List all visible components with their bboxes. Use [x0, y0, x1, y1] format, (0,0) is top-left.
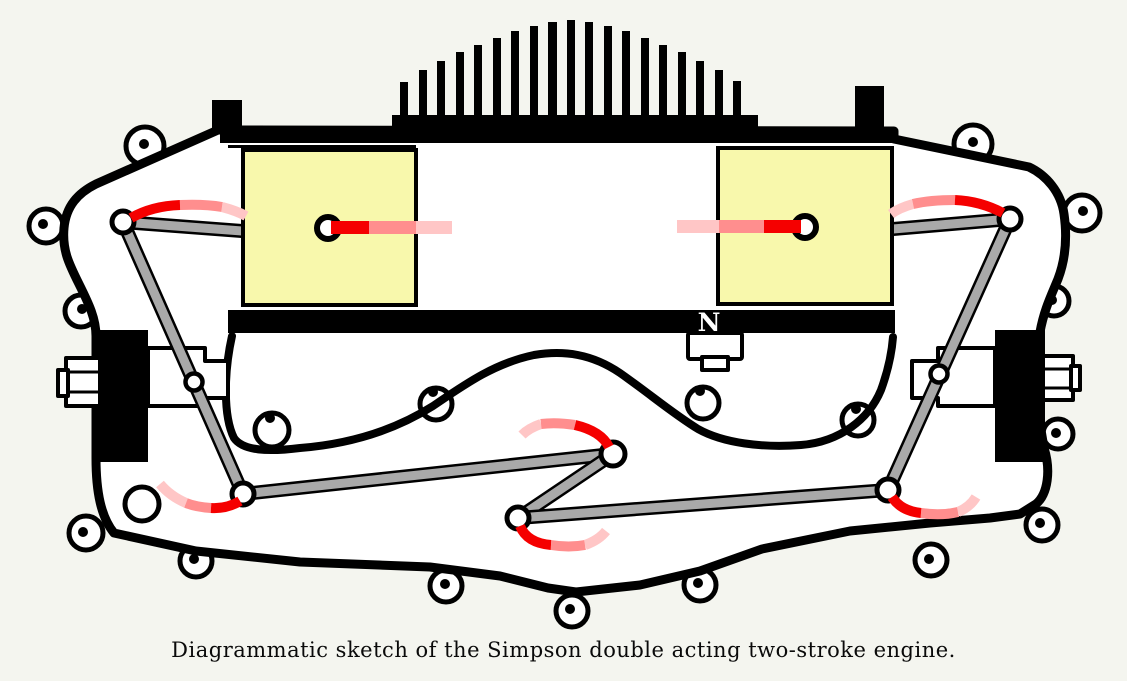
bolt-lug	[912, 541, 950, 579]
fin	[696, 61, 704, 128]
arc-pale	[955, 494, 981, 517]
crankcase-marking: N	[698, 308, 721, 337]
lug-dot	[851, 404, 861, 414]
cooling-fins	[392, 20, 758, 143]
link-rod-upper-left	[116, 215, 249, 238]
lug-dot	[428, 387, 438, 397]
fin	[474, 45, 482, 128]
fin	[715, 70, 723, 128]
bolt-lug	[26, 206, 66, 246]
fin	[567, 20, 575, 128]
bolt-lug	[1023, 506, 1061, 544]
left-crank-bar	[331, 221, 452, 234]
arc-pale	[156, 480, 189, 508]
casing-inner-edge-line	[228, 145, 416, 148]
fin	[419, 70, 427, 128]
bolt-end-cap	[1069, 364, 1082, 392]
arc-mid	[179, 199, 223, 212]
link-rod-lower-left	[236, 447, 620, 501]
left-shaft-bolt	[64, 356, 104, 408]
bolt-lug	[66, 513, 106, 553]
fin	[400, 82, 408, 128]
top-bar-right-boss	[855, 86, 884, 130]
fin	[585, 22, 593, 128]
arc-mid	[540, 418, 576, 430]
link-rod-lower-right	[511, 483, 895, 525]
right-bearing-block	[995, 330, 1045, 462]
bolt-lug	[1061, 192, 1103, 234]
motion-arc-upper-left	[128, 199, 249, 223]
motion-arc-lower-right	[887, 494, 981, 520]
arc-solid	[954, 195, 1006, 218]
arc-solid	[210, 496, 243, 514]
casing-hole	[122, 484, 162, 524]
fin	[622, 31, 630, 128]
fin	[678, 52, 686, 128]
fin	[530, 26, 538, 128]
left-bearing-block	[98, 330, 148, 462]
arc-mid	[184, 498, 212, 513]
lug-dot	[695, 386, 705, 396]
link-rod-right-rocker	[881, 212, 1017, 497]
arc-mid	[550, 540, 586, 552]
fin	[733, 81, 741, 128]
fin	[511, 31, 519, 128]
arc-mid	[920, 507, 960, 520]
crankcase-top-bar	[228, 310, 895, 333]
crank-motion-trails	[128, 195, 1006, 552]
fin	[548, 22, 557, 128]
valve-boss-step	[700, 355, 730, 372]
arc-solid	[887, 494, 922, 518]
crank-segment-solid	[331, 221, 369, 234]
arc-pale	[518, 419, 543, 439]
bolt-lug	[553, 592, 591, 630]
pivot-left-shaft	[183, 371, 205, 393]
fin	[456, 52, 464, 128]
fin	[641, 38, 649, 128]
link-rod-center	[511, 447, 620, 525]
right-shaft-bolt	[1041, 354, 1075, 402]
crank-segment-mid	[369, 221, 416, 234]
link-rod-left-rocker	[116, 215, 250, 501]
bolt-end-cap	[56, 368, 70, 398]
arc-solid	[573, 420, 614, 450]
bolt-lugs-outer	[26, 122, 1103, 630]
bolt-lug	[427, 567, 465, 605]
arc-solid	[515, 523, 552, 550]
pivot-center-lower	[504, 504, 532, 532]
crankcase: N	[122, 308, 897, 524]
pivot-right-shaft	[928, 363, 950, 385]
fin	[437, 61, 445, 128]
arc-pale	[220, 202, 249, 221]
fin	[604, 26, 612, 128]
link-rod-upper-right	[886, 212, 1017, 236]
fin	[493, 38, 501, 128]
right-crank-bar	[677, 220, 801, 233]
fin	[659, 45, 667, 128]
pivot-upper-right	[996, 205, 1024, 233]
arc-solid	[128, 200, 181, 223]
crank-segment-pale	[416, 221, 452, 234]
motion-arc-center-upper	[518, 418, 614, 450]
motion-arc-center-lower	[515, 523, 610, 552]
motion-arc-upper-right	[888, 195, 1006, 219]
motion-arc-lower-left	[156, 480, 243, 514]
lug-dot	[265, 413, 275, 423]
rocker-linkage	[116, 212, 1017, 525]
arc-pale	[583, 527, 610, 550]
crank-segment-pale	[677, 220, 719, 233]
arc-mid	[911, 195, 956, 209]
pivot-lower-right	[874, 476, 902, 504]
crank-segment-mid	[719, 220, 764, 233]
crankcase-wall	[221, 332, 897, 455]
figure-caption: Diagrammatic sketch of the Simpson doubl…	[171, 638, 956, 662]
arc-pale	[888, 199, 915, 219]
top-bar-left-boss	[212, 100, 242, 130]
crank-segment-solid	[764, 220, 801, 233]
